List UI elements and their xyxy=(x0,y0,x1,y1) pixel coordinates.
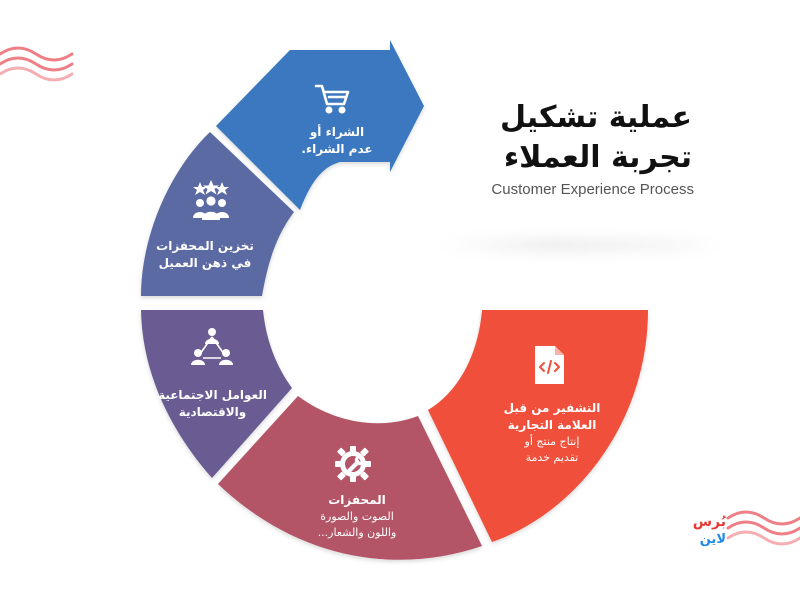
brand-logo: بُرس لاين xyxy=(688,513,726,549)
label-line: المحفزات xyxy=(328,493,386,507)
wave-decoration-top xyxy=(0,46,74,82)
segment-purchase xyxy=(216,40,424,210)
label-line: في ذهن العميل xyxy=(158,256,252,270)
label-line: العوامل الاجتماعية xyxy=(158,388,267,402)
segment-encoding xyxy=(428,310,648,542)
label-line: الشراء أو xyxy=(309,125,365,139)
sub-line: واللون والشعار... xyxy=(317,526,397,539)
title-line-1: عملية تشكيل xyxy=(500,100,692,135)
code-file-icon xyxy=(535,346,564,384)
group-stars-icon xyxy=(193,180,229,220)
wave-decoration-bottom xyxy=(726,510,800,546)
title-line-2: تجربة العملاء xyxy=(503,140,692,175)
segment-label-storage: تخزين المحفزات في ذهن العميل xyxy=(150,238,260,272)
segment-label-stimuli: المحفزات الصوت والصورة واللون والشعار... xyxy=(302,492,412,541)
label-line: والاقتصادية xyxy=(178,405,247,419)
segment-label-encoding: التشفير من قبل العلامة التجارية إنتاج من… xyxy=(492,400,612,466)
segment-label-social: العوامل الاجتماعية والاقتصادية xyxy=(150,387,275,421)
sub-line: الصوت والصورة xyxy=(320,510,394,523)
page-title: عملية تشكيل تجربة العملاء xyxy=(500,98,692,178)
shopping-cart-icon xyxy=(314,84,350,114)
gear-wrench-icon xyxy=(335,446,371,482)
label-line: التشفير من قبل xyxy=(503,401,601,415)
label-line: العلامة التجارية xyxy=(507,418,597,432)
network-people-icon xyxy=(191,328,233,365)
segment-label-purchase: الشراء أو عدم الشراء. xyxy=(292,124,382,158)
logo-line-1: بُرس xyxy=(692,514,726,530)
logo-line-2: لاين xyxy=(699,532,726,547)
label-line: تخزين المحفزات xyxy=(156,239,254,253)
sub-line: إنتاج منتج أو xyxy=(524,435,580,448)
page-subtitle: Customer Experience Process xyxy=(491,181,694,198)
label-line: عدم الشراء. xyxy=(301,142,373,156)
title-shadow xyxy=(440,238,720,252)
sub-line: تقديم خدمة xyxy=(525,451,579,464)
segment-social xyxy=(141,310,292,478)
